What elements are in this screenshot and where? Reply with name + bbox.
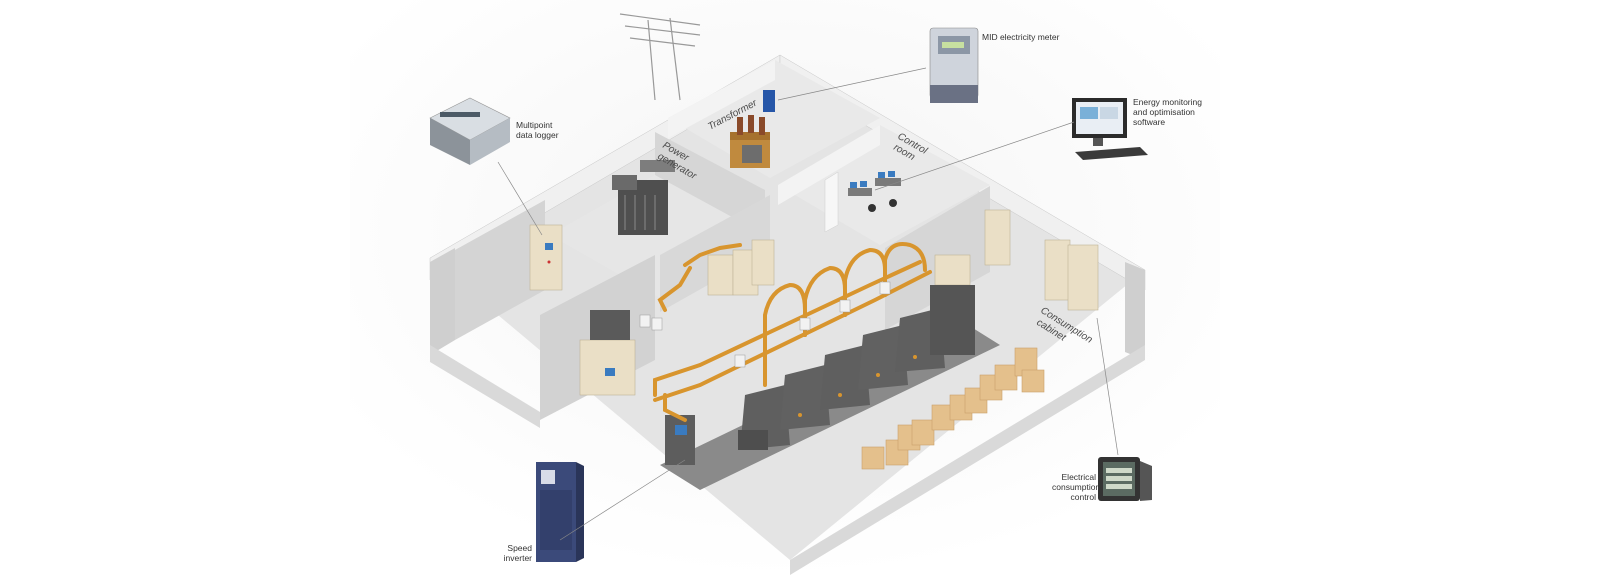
left-room-wall (455, 200, 545, 340)
callout-data-logger-line-2: data logger (516, 130, 559, 140)
callout-consumption-control-line-3: control (1070, 492, 1096, 502)
callout-energy-software-line-2: and optimisation (1133, 107, 1195, 117)
pipe-junction-boxes (639, 281, 891, 368)
operator-kiosk (665, 415, 695, 465)
air-handling-unit (579, 310, 636, 396)
callout-consumption-control-line-2: consumption (1052, 482, 1101, 492)
callout-consumption-control-line-1: Electrical (1061, 472, 1096, 482)
control-desks (848, 171, 901, 212)
power-generator-machine (612, 160, 675, 235)
transformer-room-wall (668, 60, 775, 138)
central-cabinets (707, 239, 775, 296)
transformer-equipment (730, 115, 770, 168)
computer-monitor-icon (1072, 98, 1148, 160)
power-analyzer-device (1098, 457, 1152, 501)
cardboard-boxes (861, 347, 1045, 470)
energy-pipes (653, 242, 932, 422)
control-room-wall (778, 125, 880, 205)
callout-energy-software: Energy monitoring and optimisation softw… (1133, 97, 1202, 127)
control-room-door (824, 171, 839, 233)
callout-leaders (497, 67, 1119, 541)
callout-data-logger-line-1: Multipoint (516, 120, 553, 130)
partition-wall-center (660, 195, 770, 312)
callout-speed-inverter: Speed inverter (500, 543, 532, 563)
front-wall-right (790, 345, 1145, 575)
callout-energy-software-line-3: software (1133, 117, 1166, 127)
callout-consumption-control: Electrical consumption control (1052, 472, 1101, 502)
printing-press-line (738, 285, 975, 450)
callout-speed-inverter-line-2: inverter (503, 553, 532, 563)
callout-mid-meter: MID electricity meter (982, 32, 1059, 42)
callout-mid-meter-line-1: MID electricity meter (982, 32, 1060, 42)
mid-meter-box (763, 90, 775, 112)
data-logger-device (429, 97, 511, 165)
data-logger-cabinet (529, 224, 563, 291)
mid-meter-device (929, 27, 979, 103)
outer-wall-right-end (1125, 262, 1145, 360)
outer-wall-left-end (430, 248, 455, 355)
generator-room-wall (655, 132, 765, 235)
callout-energy-software-line-1: Energy monitoring (1133, 97, 1202, 107)
callout-data-logger: Multipoint data logger (516, 120, 559, 140)
consumption-cabinets (934, 209, 1099, 311)
speed-inverter-device (536, 462, 584, 562)
callout-speed-inverter-line-1: Speed (507, 543, 532, 553)
front-wall-left (430, 345, 540, 428)
power-pylon-icon (619, 13, 701, 101)
